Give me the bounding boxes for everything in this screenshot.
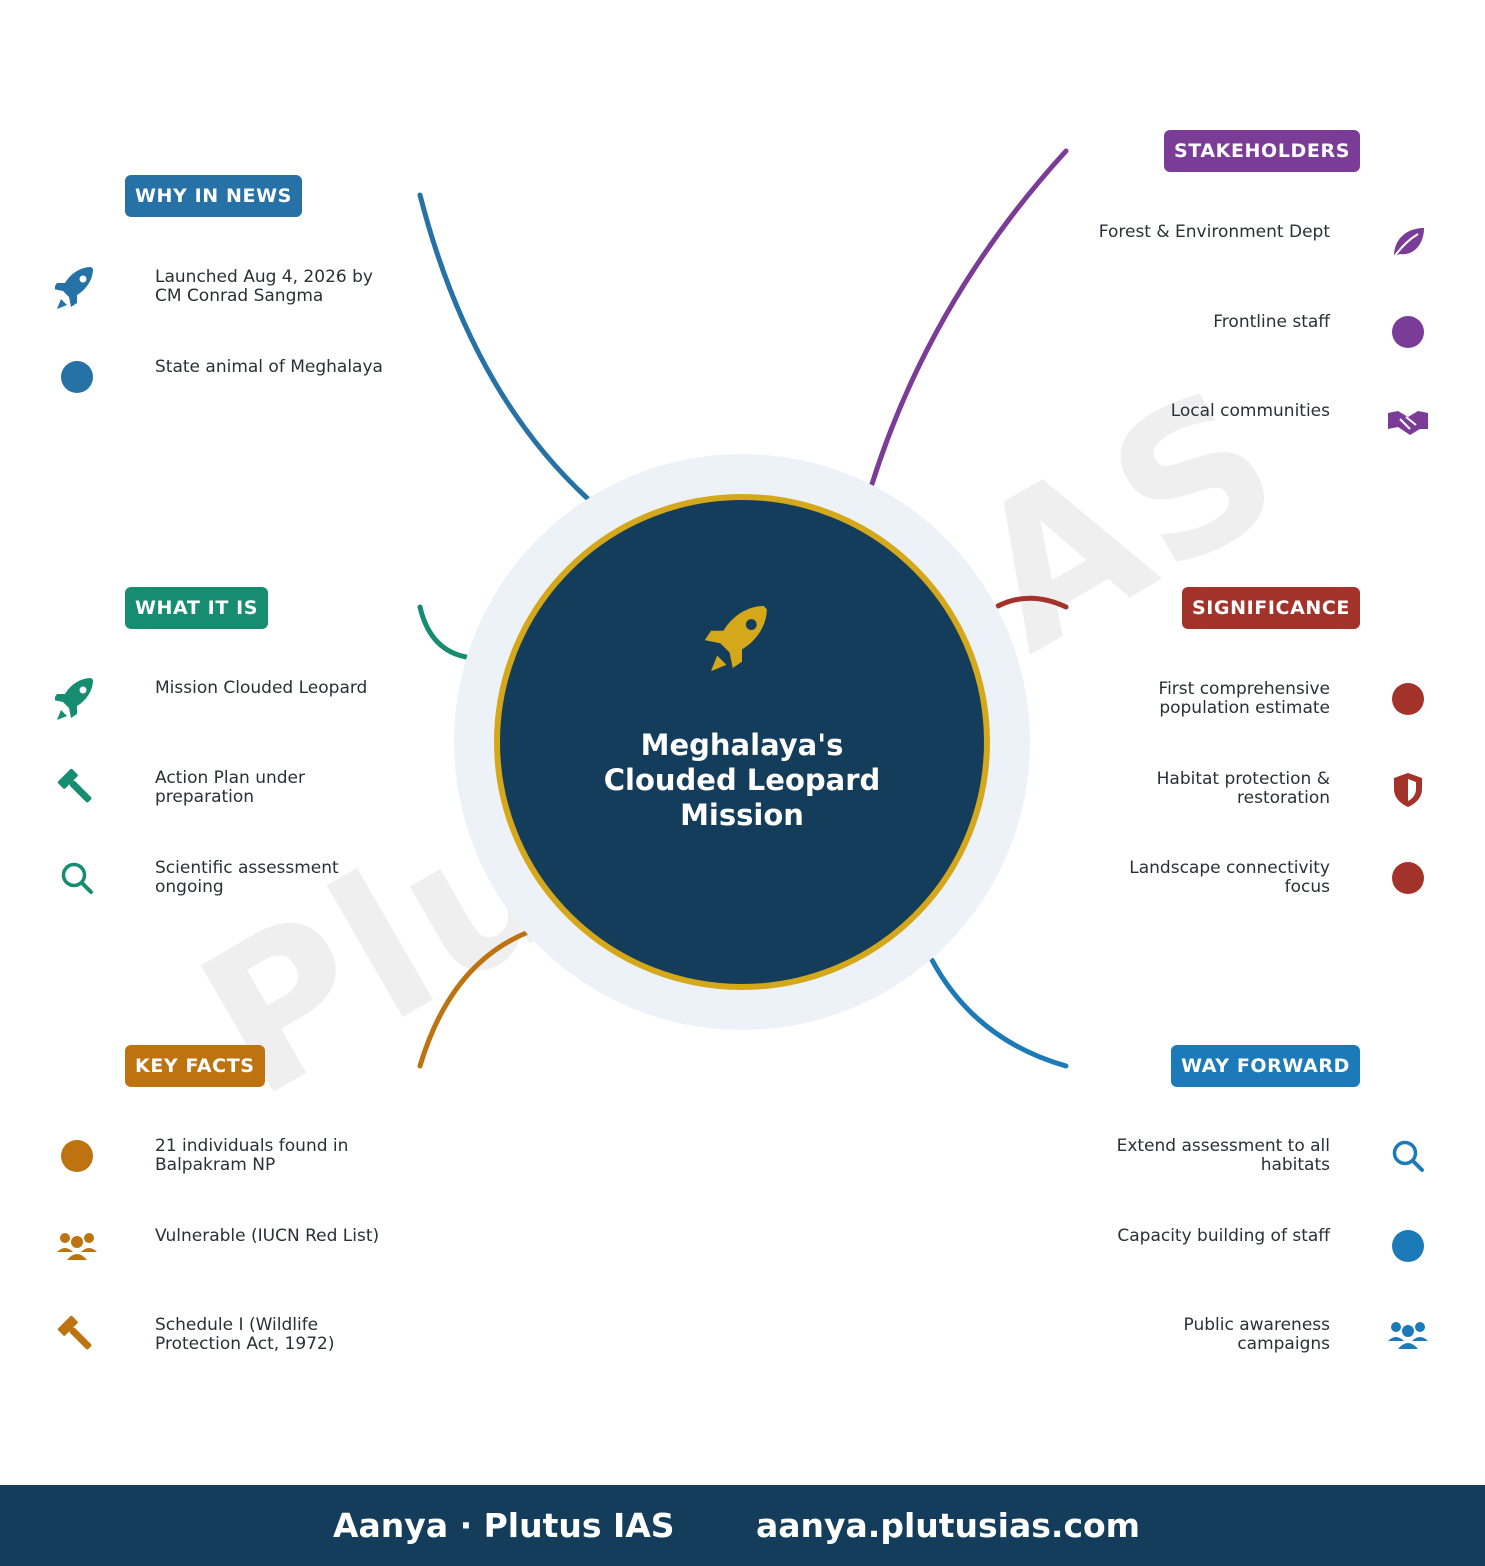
item-text-stakeholders-1: Frontline staff: [1213, 311, 1330, 332]
section-badge-what: WHAT IT IS: [125, 587, 269, 629]
center-circle: [494, 494, 990, 990]
shield-icon: [1394, 772, 1422, 807]
item-text-way-2: Public awareness campaigns: [1183, 1315, 1330, 1354]
circle-icon: [1392, 683, 1424, 715]
circle-icon: [61, 360, 93, 393]
rocket-icon: [55, 678, 93, 720]
item-text-way-1: Capacity building of staff: [1117, 1225, 1330, 1246]
people-icon: [57, 1232, 97, 1260]
mind-map-diagram: [417, 148, 1069, 1069]
rocket-icon: [55, 267, 93, 309]
section-badge-significance: SIGNIFICANCE: [1181, 587, 1360, 629]
center-title: Meghalaya's Clouded Leopard Mission: [562, 728, 922, 833]
item-text-why-0: Launched Aug 4, 2026 by CM Conrad Sangma: [155, 267, 373, 306]
item-text-stakeholders-0: Forest & Environment Dept: [1098, 222, 1330, 242]
handshake-icon: [1388, 411, 1428, 435]
item-text-key-2: Schedule I (Wildlife Protection Act, 197…: [155, 1315, 335, 1354]
item-text-way-0: Extend assessment to all habitats: [1116, 1136, 1330, 1175]
item-text-significance-1: Habitat protection & restoration: [1156, 768, 1330, 808]
circle-icon: [1392, 862, 1424, 894]
center-title-line-1: Meghalaya's: [640, 728, 844, 762]
connector-significance: [995, 595, 1069, 610]
center-title-line-2: Clouded Leopard: [603, 763, 881, 797]
connector-why: [417, 192, 590, 501]
item-text-what-2: Scientific assessment ongoing: [155, 858, 339, 897]
center-title-line-3: Mission: [680, 798, 804, 832]
footer-bar: Aanya · Plutus IAS aanya.plutusias.com: [0, 1485, 1485, 1566]
people-icon: [1388, 1322, 1428, 1349]
item-text-key-1: Vulnerable (IUCN Red List): [155, 1225, 380, 1246]
gavel-icon: [57, 768, 92, 803]
search-icon: [61, 862, 93, 894]
footer-brand: Aanya · Plutus IAS: [333, 1506, 675, 1545]
search-icon: [1392, 1140, 1424, 1172]
leaf-icon: [1391, 228, 1424, 261]
connector-way: [929, 957, 1069, 1069]
connector-key: [417, 930, 529, 1069]
circle-icon: [1392, 1229, 1424, 1262]
item-text-what-1: Action Plan under preparation: [155, 768, 306, 807]
connector-stakeholders: [869, 148, 1069, 487]
item-text-why-1: State animal of Meghalaya: [155, 356, 383, 377]
item-text-significance-2: Landscape connectivity focus: [1129, 858, 1330, 897]
connector-what: [417, 604, 469, 660]
gavel-icon: [57, 1315, 92, 1350]
section-badge-way: WAY FORWARD: [1171, 1045, 1360, 1087]
rocket-icon: [704, 606, 767, 672]
section-badge-why: WHY IN NEWS: [125, 175, 302, 217]
circle-icon: [1392, 315, 1424, 348]
circle-icon: [61, 1140, 93, 1172]
footer-url[interactable]: aanya.plutusias.com: [756, 1506, 1141, 1545]
item-text-key-0: 21 individuals found in Balpakram NP: [155, 1136, 349, 1175]
item-text-significance-0: First comprehensive population estimate: [1158, 679, 1330, 718]
item-text-stakeholders-2: Local communities: [1170, 401, 1330, 421]
item-text-what-0: Mission Clouded Leopard: [155, 678, 368, 698]
section-badge-stakeholders: STAKEHOLDERS: [1163, 130, 1360, 172]
section-badge-key: KEY FACTS: [125, 1045, 265, 1087]
